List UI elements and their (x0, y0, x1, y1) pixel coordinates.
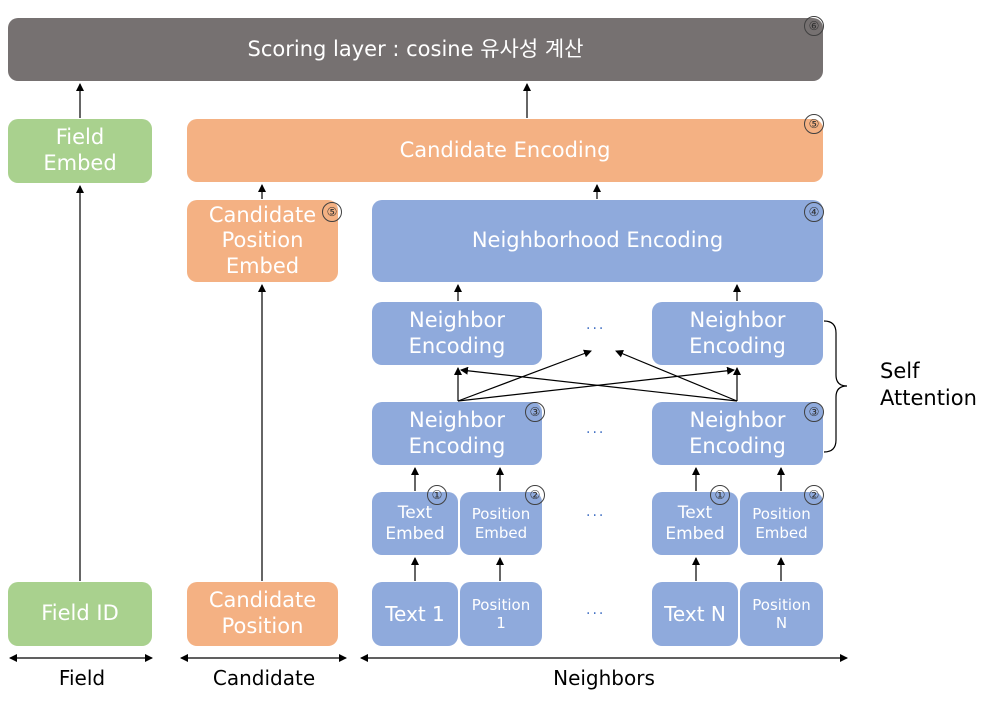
neighbor-encoding-top-n: Neighbor Encoding (652, 302, 823, 365)
ellipsis-top: ··· (586, 321, 606, 337)
self-attention-brace (823, 320, 848, 453)
axis-label-candidate: Candidate (212, 666, 316, 690)
position-embed-1-label: Position Embed (471, 505, 531, 542)
text-n-label: Text N (664, 601, 726, 626)
neighborhood-encoding-label: Neighborhood Encoding (471, 228, 724, 253)
candidate-encoding-label: Candidate Encoding (399, 137, 611, 162)
candidate-position-label: Candidate Position (208, 588, 317, 638)
arrow-mid-n-to-center (615, 349, 738, 402)
step-5-badge-2: ⑤ (322, 202, 342, 222)
neighbor-encoding-top-n-label: Neighbor Encoding (689, 307, 786, 358)
position-1: Position 1 (460, 582, 542, 646)
text-embed-1-label: Text Embed (385, 502, 445, 544)
step-1-badge-1: ① (427, 485, 447, 505)
position-1-label: Position 1 (471, 595, 531, 632)
neighbor-encoding-top-1: Neighbor Encoding (372, 302, 542, 365)
text-1: Text 1 (372, 582, 458, 646)
position-n-label: Position N (752, 595, 811, 632)
field-id-label: Field ID (41, 601, 119, 626)
neighbor-encoding-mid-1: Neighbor Encoding (372, 402, 542, 465)
position-embed-n-label: Position Embed (752, 505, 811, 542)
step-2-badge-1: ② (525, 485, 545, 505)
neighbor-encoding-mid-1-label: Neighbor Encoding (408, 407, 506, 458)
text-n: Text N (652, 582, 738, 646)
text-1-label: Text 1 (385, 601, 445, 626)
candidate-position-embed: Candidate Position Embed (187, 200, 338, 282)
position-embed-1: Position Embed (460, 492, 542, 555)
self-attention-label: Self Attention (880, 359, 977, 411)
step-1-badge-n: ① (710, 485, 730, 505)
step-5-badge: ⑤ (804, 114, 824, 134)
arrow-mid-1-to-center (457, 349, 592, 402)
field-id: Field ID (8, 582, 152, 646)
candidate-position-embed-label: Candidate Position Embed (208, 202, 317, 278)
field-embed-label: Field Embed (43, 125, 117, 175)
ellipsis-mid: ··· (586, 425, 606, 441)
axis-label-field: Field (58, 666, 106, 690)
step-3-badge-n: ③ (804, 402, 824, 422)
text-embed-1: Text Embed (372, 492, 458, 555)
neighborhood-encoding: Neighborhood Encoding (372, 200, 823, 282)
step-4-badge: ④ (804, 202, 824, 222)
step-3-badge-1: ③ (525, 402, 545, 422)
ellipsis-embed: ··· (586, 508, 606, 524)
text-embed-n-label: Text Embed (665, 502, 725, 544)
step-2-badge-n: ② (804, 485, 824, 505)
neighbor-encoding-top-1-label: Neighbor Encoding (408, 307, 506, 358)
scoring-layer: Scoring layer : cosine 유사성 계산 (8, 18, 823, 81)
position-n: Position N (740, 582, 823, 646)
field-embed: Field Embed (8, 119, 152, 183)
neighbor-encoding-mid-n: Neighbor Encoding (652, 402, 823, 465)
neighbor-encoding-mid-n-label: Neighbor Encoding (689, 407, 786, 458)
arrow-mid-n-to-top-1 (460, 366, 738, 402)
axis-label-neighbors: Neighbors (553, 666, 655, 690)
candidate-position: Candidate Position (187, 582, 338, 646)
step-6-badge: ⑥ (804, 16, 824, 36)
scoring-layer-label: Scoring layer : cosine 유사성 계산 (247, 36, 584, 61)
ellipsis-input: ··· (586, 606, 606, 622)
candidate-encoding: Candidate Encoding (187, 119, 823, 182)
